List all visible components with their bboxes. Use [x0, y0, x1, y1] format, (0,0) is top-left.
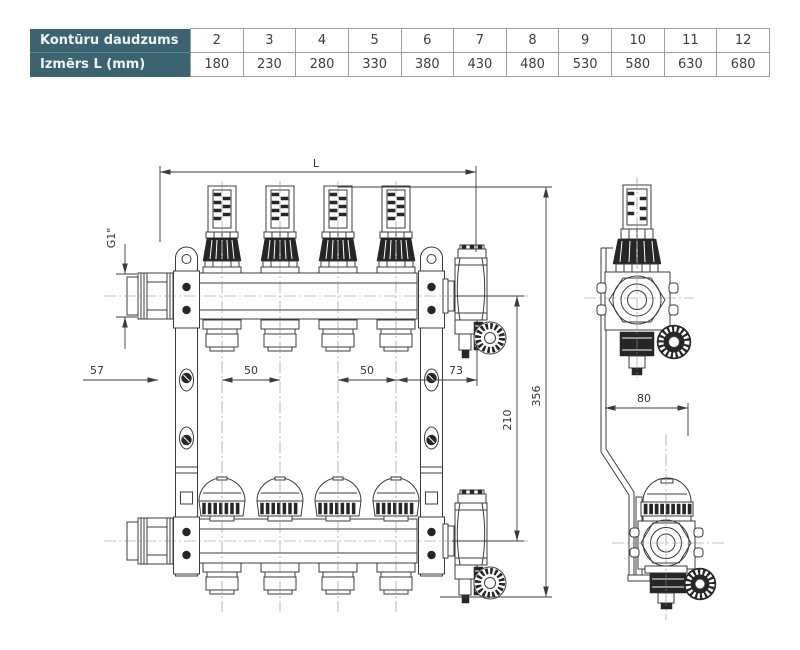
size-value-cell: 480 [505, 52, 560, 77]
mounting-rail-left [173, 246, 200, 577]
dim-label-G1: G1" [105, 228, 118, 249]
dim-label-210: 210 [501, 410, 514, 431]
size-value-cell: 230 [242, 52, 297, 77]
spec-table: Kontūru daudzums 2 3 4 5 6 7 8 9 10 11 1… [30, 28, 770, 77]
row-header-circuits: Kontūru daudzums [30, 28, 191, 53]
side-bottom-unit [629, 477, 717, 610]
size-value-cell: 430 [453, 52, 507, 77]
return-manifold [126, 476, 420, 595]
circuit-count-cell: 6 [400, 28, 455, 53]
size-value-cell: 280 [295, 52, 349, 77]
size-value-cell: 630 [663, 52, 718, 77]
dim-label-80: 80 [637, 392, 651, 405]
circuit-count-cell: 5 [347, 28, 402, 53]
circuit-count-cell: 7 [453, 28, 507, 53]
circuit-count-cell: 11 [663, 28, 718, 53]
size-value-cell: 180 [190, 52, 244, 77]
row-header-size: Izmērs L (mm) [30, 52, 191, 77]
circuit-count-cell: 2 [190, 28, 244, 53]
end-assembly-top [443, 245, 506, 358]
dim-label-50a: 50 [244, 364, 258, 377]
table-row-circuits: Kontūru daudzums 2 3 4 5 6 7 8 9 10 11 1… [30, 28, 770, 53]
size-value-cell: 330 [347, 52, 402, 77]
table-row-size: Izmērs L (mm) 180 230 280 330 380 430 48… [30, 52, 770, 77]
dim-label-L: L [313, 157, 320, 170]
dim-label-356: 356 [530, 386, 543, 407]
end-assembly-bottom [443, 490, 506, 603]
circuit-count-cell: 4 [295, 28, 349, 53]
supply-manifold [126, 185, 418, 352]
circuit-count-cell: 8 [505, 28, 560, 53]
side-view [596, 184, 717, 610]
front-view [126, 185, 506, 603]
size-value-cell: 680 [716, 52, 770, 77]
circuit-count-cell: 3 [242, 28, 297, 53]
centerlines [104, 177, 724, 620]
size-value-cell: 580 [611, 52, 665, 77]
circuit-count-cell: 10 [611, 28, 665, 53]
circuit-count-cell: 9 [558, 28, 612, 53]
dim-label-57: 57 [90, 364, 104, 377]
size-value-cell: 380 [400, 52, 455, 77]
size-value-cell: 530 [558, 52, 612, 77]
dimensions: L G1" 57 50 50 73 210 [83, 157, 689, 598]
circuit-count-cell: 12 [716, 28, 770, 53]
dim-label-50b: 50 [360, 364, 374, 377]
side-top-unit [596, 184, 692, 376]
mounting-rail-right [418, 246, 445, 577]
dim-label-73: 73 [449, 364, 463, 377]
